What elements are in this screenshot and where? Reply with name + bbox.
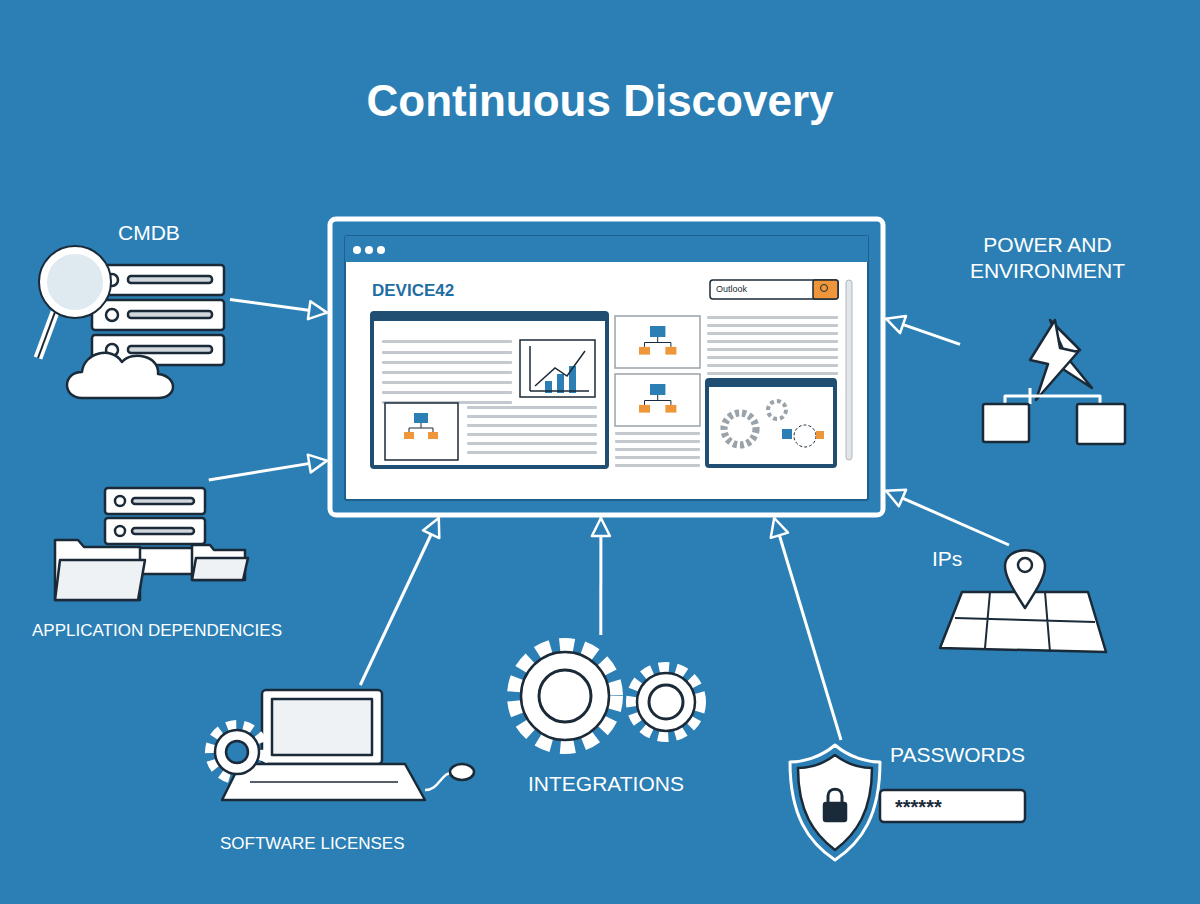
power-node: POWER AND ENVIRONMENT [960, 230, 1134, 450]
node-label: PASSWORDS [890, 742, 1025, 768]
cmdb-node: CMDB [30, 218, 230, 403]
node-label: SOFTWARE LICENSES [220, 833, 405, 854]
app-window: DEVICE42 [327, 216, 886, 518]
arrow-connector [774, 518, 841, 740]
diagram-title: Continuous Discovery [0, 76, 1200, 126]
software-licenses-node: SOFTWARE LICENSES [195, 685, 480, 865]
browser-mockup [327, 216, 886, 518]
arrow-connector [209, 461, 327, 480]
node-label: IPs [932, 546, 962, 572]
integrations-node: INTEGRATIONS [500, 635, 710, 805]
arrow-connector [599, 518, 602, 635]
arrow-connector [230, 299, 327, 312]
arrow-connector [886, 319, 960, 345]
node-label: POWER AND ENVIRONMENT [965, 232, 1130, 285]
app-dependencies-node: APPLICATION DEPENDENCIES [30, 480, 305, 648]
arrow-connector [886, 491, 1009, 545]
password-mask: ****** [895, 795, 942, 819]
search-text: Outlook [716, 284, 747, 295]
arrow-connector [360, 518, 439, 685]
node-label: INTEGRATIONS [528, 771, 684, 797]
node-label: CMDB [118, 220, 180, 246]
logo-text: DEVICE42 [372, 280, 454, 301]
ips-node: IPs [928, 545, 1108, 660]
node-label: APPLICATION DEPENDENCIES [32, 620, 282, 641]
